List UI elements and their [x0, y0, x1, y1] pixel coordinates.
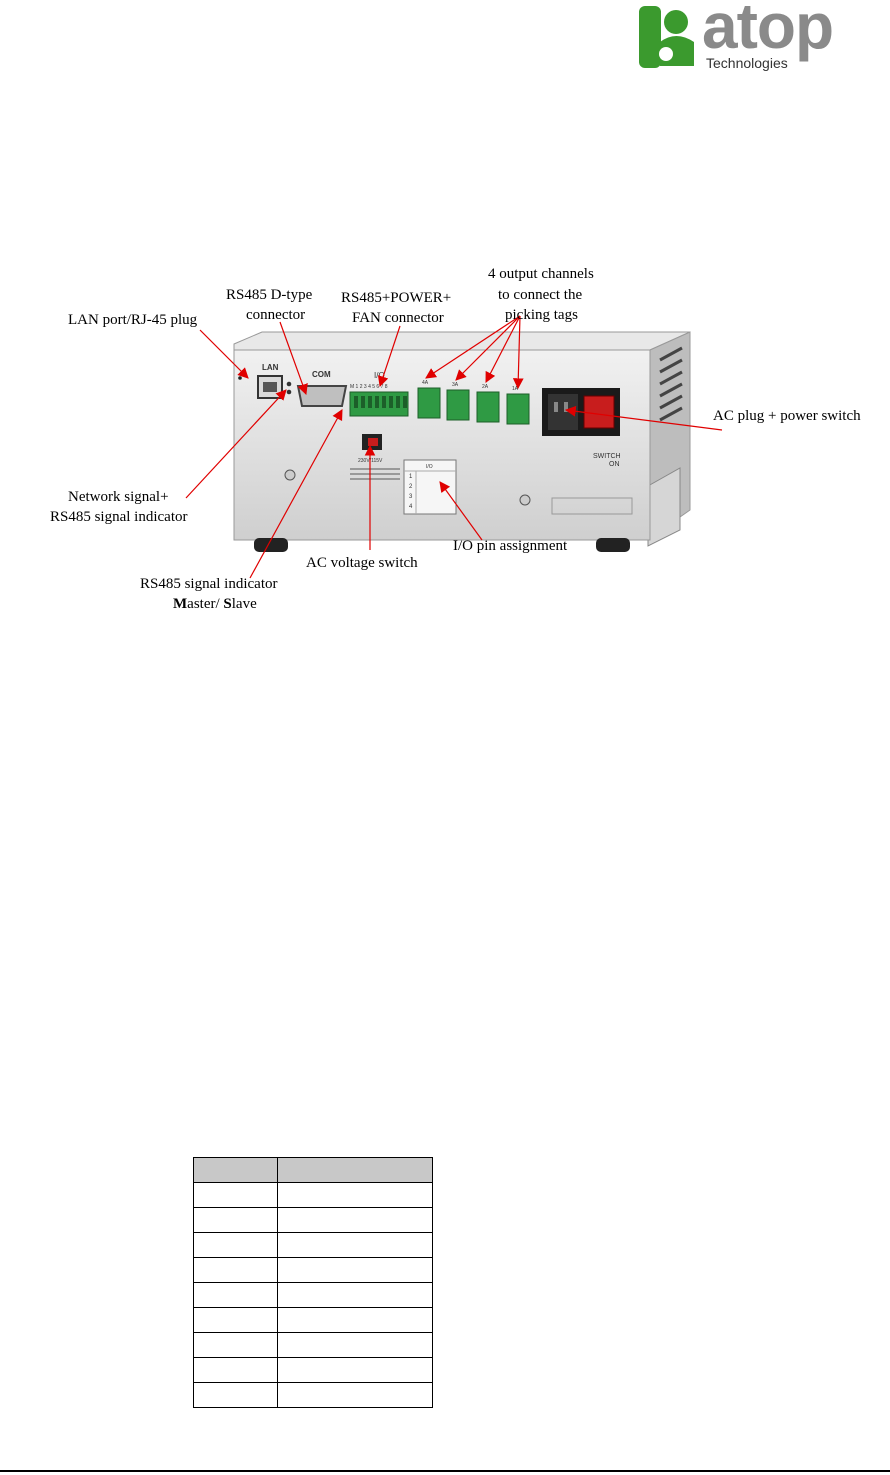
- callout-output-channels-line2: to connect the: [498, 287, 583, 303]
- slave-rest: lave: [231, 596, 257, 612]
- table-row: [193, 1182, 433, 1208]
- pin-assignment-table: [193, 1157, 433, 1408]
- logo-mark-icon: [639, 6, 694, 68]
- device-rear-panel-figure: LAN COM I/O M 1 2 3 4 5 6 7 8 4A 3A 2A 1…: [185, 315, 723, 579]
- callout-rs485-dtype-line1: RS485 D-type: [226, 287, 313, 303]
- callout-io-pin: I/O pin assignment: [453, 538, 568, 554]
- footer-rule: [0, 1470, 890, 1472]
- io-sticker-row: 1: [409, 474, 413, 480]
- table-row: [193, 1207, 433, 1233]
- lan-panel-label: LAN: [262, 363, 279, 372]
- db9-connector: [296, 385, 348, 407]
- callout-network-line2: RS485 signal indicator: [50, 509, 188, 525]
- logo-tagline: Technologies: [706, 55, 788, 71]
- table-row: [193, 1332, 433, 1358]
- table-header-row: [193, 1157, 433, 1183]
- io-sticker-row: 4: [409, 504, 413, 510]
- io-sticker-row: 3: [409, 494, 413, 500]
- callout-network-line1: Network signal+: [68, 489, 169, 505]
- callout-ac-plug: AC plug + power switch: [713, 408, 861, 424]
- io-sticker-row: 2: [409, 484, 413, 490]
- callout-lan-port: LAN port/RJ-45 plug: [68, 312, 198, 328]
- table-row: [193, 1282, 433, 1308]
- com-panel-label: COM: [312, 370, 331, 379]
- callout-output-channels-line3: picking tags: [505, 307, 578, 323]
- table-row: [193, 1232, 433, 1258]
- on-label: ON: [609, 461, 620, 468]
- table-row: [193, 1382, 433, 1408]
- io-sticker-title: I/O: [426, 464, 433, 470]
- callout-rs485-power-line1: RS485+POWER+: [341, 290, 452, 306]
- table-row: [193, 1307, 433, 1333]
- slave-initial: S: [223, 596, 232, 612]
- callout-ac-voltage: AC voltage switch: [306, 555, 418, 571]
- atop-logo: atop Technologies: [636, 0, 858, 72]
- device-top-face: [233, 331, 691, 351]
- logo-wordmark: atop: [702, 0, 834, 62]
- callout-output-channels-line1: 4 output channels: [488, 266, 594, 282]
- master-rest: aster/: [187, 596, 224, 612]
- callout-rs485-dtype-line2: connector: [246, 307, 306, 323]
- port-tag: 2A: [482, 384, 489, 390]
- callout-rs485-indicator-line2: Master/ Slave: [173, 594, 257, 614]
- table-row: [193, 1357, 433, 1383]
- port-tag: 4A: [422, 380, 429, 386]
- output-channel-terminals: 4A 3A 2A 1A: [417, 380, 530, 425]
- switch-label: SWITCH: [593, 453, 621, 460]
- master-initial: M: [173, 596, 188, 612]
- table-row: [193, 1257, 433, 1283]
- port-tag: 3A: [452, 382, 459, 388]
- io-pin-labels: M 1 2 3 4 5 6 7 8: [350, 384, 388, 390]
- callout-rs485-indicator-line1: RS485 signal indicator: [140, 576, 278, 592]
- callout-rs485-power-line2: FAN connector: [352, 310, 444, 326]
